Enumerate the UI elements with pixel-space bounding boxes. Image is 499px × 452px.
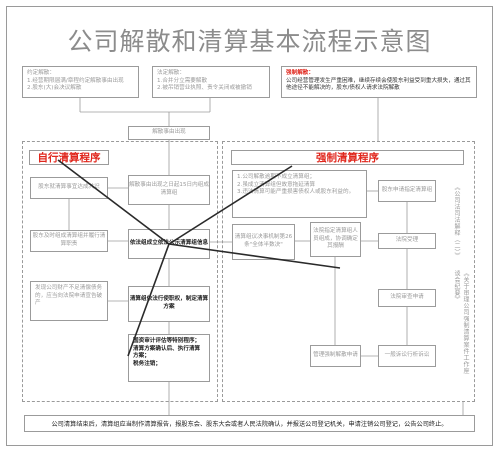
forced-liquidation-region	[222, 141, 475, 402]
statutory-item-2: 2.被吊销营业执照、责令关闭或被撤销	[157, 85, 252, 92]
agreed-item-1: 1.经营期限届满/章程约定解散事由出现	[27, 77, 124, 84]
dissolution-cause-box: 解散事由出现	[128, 126, 210, 140]
cross-line-left	[57, 159, 170, 245]
exercise-powers-box: 清算组依法行使职权，制定清算方案	[128, 286, 210, 322]
group-decision-box: 清算组议决事机制第26条"全体半数决"	[232, 224, 295, 260]
court-review-box: 法院审查申请	[378, 289, 436, 307]
side-note-judicial-interpretation: 《公司法司法解释（二）》	[453, 184, 460, 259]
self-liquidation-header: 自行清算程序	[29, 150, 109, 165]
statutory-title: 法定解散：	[157, 70, 185, 76]
page-title: 公司解散和清算基本流程示意图	[67, 27, 432, 56]
insufficient-assets-box: 发现公司财产不足清偿债务的，应当向法院申请宣告破产	[30, 281, 108, 321]
court-accept-box: 法院受理	[378, 233, 436, 249]
statutory-dissolution-box: 法定解散： 1.合并分立需要解散 2.被吊销营业执照、责令关闭或被撤销	[152, 66, 270, 98]
agreed-item-2: 2.股东(大)会决议解散	[27, 85, 82, 92]
judicial-title: 强制解散：	[286, 70, 314, 76]
special-procedures-box: 国资审计评估等特别程序； 清算方案确认后、执行清算方案； 税务注销；	[128, 334, 210, 382]
outer-frame	[6, 6, 493, 446]
general-litigation-box: 一般诉讼行析诉讼	[378, 345, 436, 367]
self-liquidation-region	[22, 141, 218, 402]
agreed-title: 约定解散：	[27, 70, 55, 76]
forced-liquidation-header: 强制清算程序	[231, 150, 464, 165]
shareholders-form-group-box: 股东及时组成清算组并履行清算职责	[30, 230, 108, 252]
cross-line-down-left	[127, 243, 170, 357]
cross-line-right	[168, 165, 293, 245]
final-step-box: 公司清算结束后，清算组应当制作清算报告，报股东会、股东大会或者人民法院确认，并报…	[24, 415, 475, 432]
cross-line-down-right	[168, 243, 341, 269]
statutory-item-1: 1.合并分立需要解散	[157, 77, 208, 84]
agreed-dissolution-box: 约定解散： 1.经营期限届满/章程约定解散事由出现 2.股东(大)会决议解散	[22, 66, 139, 98]
within-15-days-box: 解散事由出现之日起15日内组成清算组	[128, 175, 210, 205]
court-designate-box: 法院指定清算组人员组成，协调确定其报酬	[310, 222, 361, 257]
apply-designate-box: 股东申请指定清算组	[378, 180, 436, 202]
side-note-meeting-minutes: 《关于审理公司强制清算案件工作座谈会纪要》	[453, 270, 469, 374]
judicial-dissolution-box: 强制解散： 公司经营管理发生严重困难，继续存续会使股东利益受到重大损失，通过其他…	[281, 66, 477, 98]
apply-liquidation-box: 管理强制解散申请	[310, 345, 361, 367]
judicial-body: 公司经营管理发生严重困难，继续存续会使股东利益受到重大损失，通过其他途径不能解决…	[286, 77, 471, 92]
